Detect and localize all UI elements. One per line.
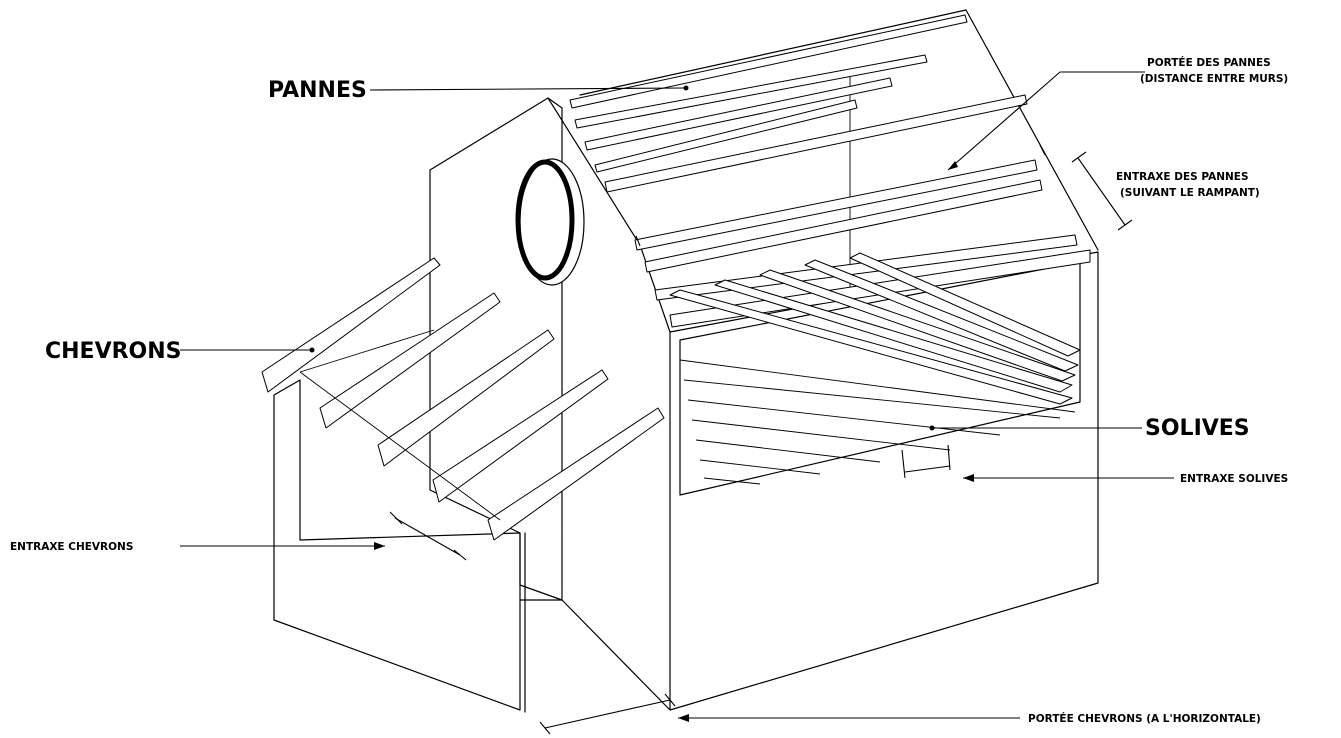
label-entraxe-pannes-1: ENTRAXE DES PANNES (1116, 171, 1249, 183)
label-entraxe-chevrons: ENTRAXE CHEVRONS (10, 541, 133, 553)
dimension-marks (389, 144, 1133, 735)
rafters (261, 257, 665, 541)
purlins (569, 14, 1091, 328)
round-window (515, 158, 585, 286)
joists (669, 252, 1081, 485)
leader-lines (180, 71, 1174, 722)
label-solives: SOLIVES (1145, 416, 1250, 441)
label-portee-chevrons: PORTÉE CHEVRONS (A L'HORIZONTALE) (1028, 712, 1261, 725)
label-pannes: PANNES (268, 78, 367, 103)
label-chevrons: CHEVRONS (45, 339, 182, 364)
label-portee-pannes-1: PORTÉE DES PANNES (1147, 56, 1271, 69)
label-entraxe-pannes-2: (SUIVANT LE RAMPANT) (1120, 187, 1260, 199)
label-entraxe-solives: ENTRAXE SOLIVES (1180, 473, 1288, 485)
label-portee-pannes-2: (DISTANCE ENTRE MURS) (1140, 73, 1288, 85)
